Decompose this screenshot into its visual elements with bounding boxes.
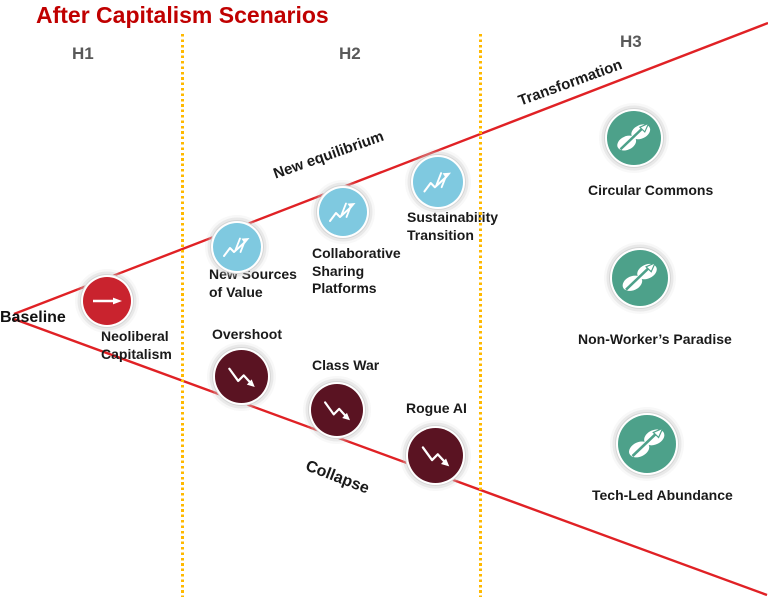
circular-flow-icon bbox=[617, 122, 651, 151]
horizon-label-h2: H2 bbox=[339, 44, 361, 63]
transformation-trajectory-line bbox=[13, 21, 768, 316]
scenario-label-circular-commons: Circular Commons bbox=[588, 182, 714, 198]
horizon-divider-h1-h2 bbox=[181, 34, 184, 597]
scenario-label-sustainability-transition: Sustainability Transition bbox=[407, 209, 499, 243]
scenario-node-overshoot bbox=[215, 350, 268, 403]
scenario-label-overshoot: Overshoot bbox=[212, 326, 283, 342]
scenario-label-class-war: Class War bbox=[312, 357, 380, 373]
page-title: After Capitalism Scenarios bbox=[36, 2, 329, 28]
collapse-trajectory-line bbox=[13, 317, 768, 597]
scenario-node-rogue-ai bbox=[408, 428, 463, 483]
scenario-label-neoliberal-capitalism: Neoliberal Capitalism bbox=[101, 328, 172, 362]
disrupted-growth-icon bbox=[223, 237, 250, 257]
horizon-label-h3: H3 bbox=[620, 32, 642, 51]
disrupted-growth-icon bbox=[423, 172, 452, 193]
horizon-divider-h2-h3 bbox=[479, 34, 482, 597]
scenario-node-non-workers-paradise bbox=[612, 250, 668, 306]
scenario-node-new-sources-of-value bbox=[213, 223, 261, 271]
scenario-label-new-sources-of-value: New Sources of Value bbox=[209, 266, 297, 300]
decline-zigzag-icon bbox=[421, 446, 450, 467]
scenario-node-sustainability-transition bbox=[413, 157, 463, 207]
scenario-label-non-workers-paradise: Non-Worker’s Paradise bbox=[578, 331, 732, 347]
arrow-right-icon bbox=[93, 297, 122, 305]
scenario-node-class-war bbox=[311, 384, 363, 436]
circular-flow-icon bbox=[629, 427, 665, 458]
decline-zigzag-icon bbox=[324, 401, 350, 421]
scenario-node-tech-led-abundance bbox=[618, 415, 676, 473]
scenario-node-circular-commons bbox=[607, 111, 661, 165]
baseline-label: Baseline bbox=[0, 309, 66, 326]
circular-flow-icon bbox=[622, 261, 657, 291]
scenario-node-neoliberal-capitalism bbox=[83, 277, 131, 325]
horizon-label-h1: H1 bbox=[72, 44, 94, 63]
disrupted-growth-icon bbox=[329, 202, 356, 222]
scenario-label-rogue-ai: Rogue AI bbox=[406, 400, 467, 416]
scenario-label-collaborative-sharing-platforms: Collaborative Sharing Platforms bbox=[312, 245, 401, 297]
scenario-node-collaborative-sharing-platforms bbox=[319, 188, 367, 236]
scenario-label-tech-led-abundance: Tech-Led Abundance bbox=[592, 487, 733, 503]
decline-zigzag-icon bbox=[228, 367, 255, 387]
